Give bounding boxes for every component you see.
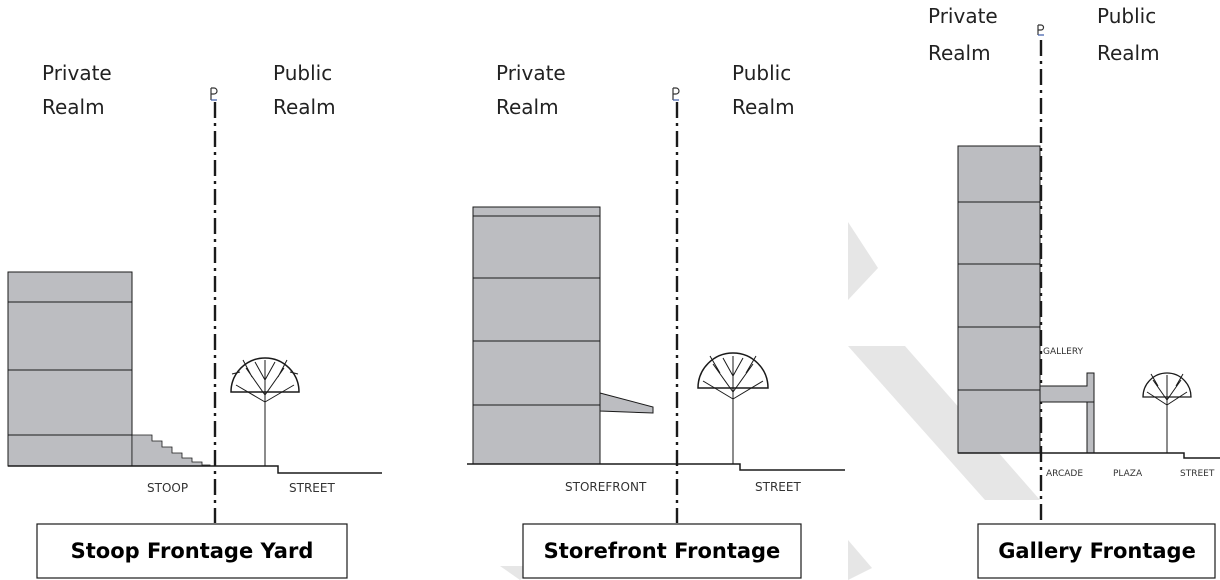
gallery-label: GALLERY bbox=[1043, 347, 1084, 357]
public-realm-label-2: Realm bbox=[732, 95, 795, 119]
property-line-symbol bbox=[210, 87, 218, 101]
tree bbox=[1142, 372, 1192, 453]
property-line-symbol bbox=[1037, 24, 1045, 36]
street-label: STREET bbox=[1180, 469, 1215, 479]
panel-gallery: Private Realm Public Realm GALLERY bbox=[928, 4, 1220, 579]
tree bbox=[697, 352, 769, 464]
tree bbox=[230, 357, 300, 466]
private-realm-label-1: Private bbox=[496, 61, 566, 85]
panel-title: Gallery Frontage bbox=[998, 539, 1196, 563]
private-realm-label-1: Private bbox=[928, 4, 998, 28]
panel-title: Stoop Frontage Yard bbox=[71, 539, 314, 563]
panel-stoop: Private Realm Public Realm STOOP STR bbox=[7, 61, 382, 579]
public-realm-label-2: Realm bbox=[1097, 41, 1160, 65]
stoop-stairs bbox=[131, 434, 211, 467]
panel-storefront: Private Realm Public Realm STOREFRONT ST… bbox=[467, 61, 845, 579]
building bbox=[7, 271, 133, 467]
arcade-label: ARCADE bbox=[1046, 469, 1083, 479]
private-realm-label-1: Private bbox=[42, 61, 112, 85]
private-realm-label-2: Realm bbox=[928, 41, 991, 65]
street-label: STREET bbox=[289, 481, 335, 495]
public-realm-label-1: Public bbox=[273, 61, 332, 85]
public-realm-label-2: Realm bbox=[273, 95, 336, 119]
title-box: Gallery Frontage bbox=[977, 523, 1216, 579]
title-box: Storefront Frontage bbox=[522, 523, 802, 579]
public-realm-label-1: Public bbox=[732, 61, 791, 85]
private-realm-label-2: Realm bbox=[42, 95, 105, 119]
stoop-label: STOOP bbox=[147, 481, 188, 495]
ground-line bbox=[467, 463, 845, 471]
storefront-awning bbox=[599, 392, 654, 414]
street-label: STREET bbox=[755, 480, 801, 494]
property-line-symbol bbox=[672, 87, 680, 101]
ground-line bbox=[958, 452, 1220, 459]
plaza-label: PLAZA bbox=[1113, 469, 1143, 479]
private-realm-label-2: Realm bbox=[496, 95, 559, 119]
gallery-canopy bbox=[1039, 372, 1095, 454]
watermark bbox=[500, 222, 1040, 580]
building bbox=[472, 206, 601, 465]
public-realm-label-1: Public bbox=[1097, 4, 1156, 28]
panel-title: Storefront Frontage bbox=[544, 539, 781, 563]
title-box: Stoop Frontage Yard bbox=[36, 523, 348, 579]
ground-line bbox=[8, 465, 382, 474]
building bbox=[957, 145, 1041, 454]
storefront-label: STOREFRONT bbox=[565, 480, 647, 494]
